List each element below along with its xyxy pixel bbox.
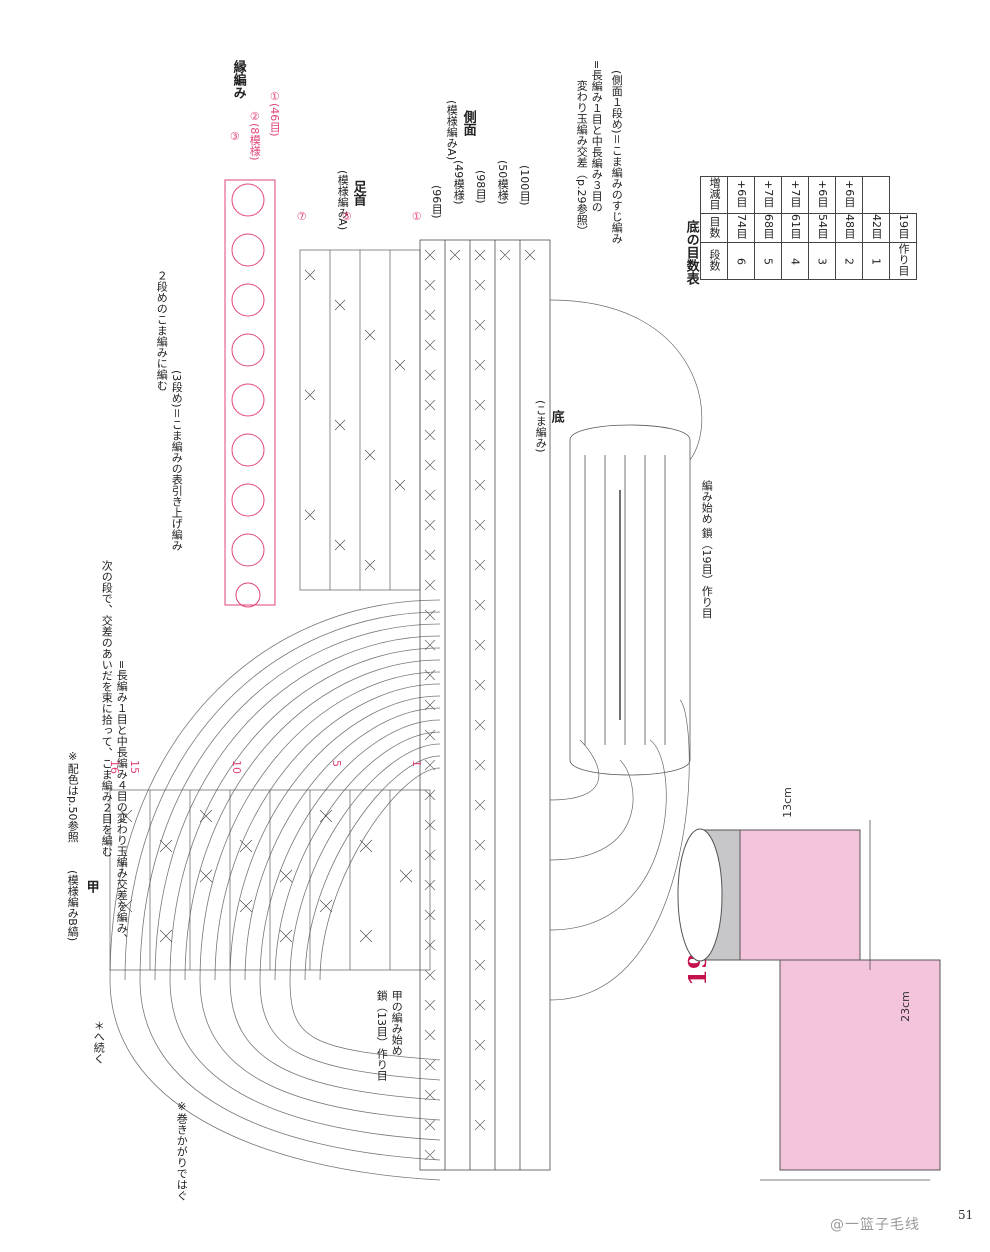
legend-side-row1: (側面１段め)＝こま編みのすじ編み	[610, 70, 624, 244]
ankle-row-7: ⑦	[295, 210, 309, 223]
side-body-grid	[419, 239, 551, 1171]
edging-row-2: ②(8模様)	[248, 110, 262, 161]
edging-row-3: ③	[228, 130, 242, 143]
ankle-title: 足首	[350, 180, 366, 206]
side-subtitle: (模様編みA)	[445, 100, 459, 161]
sole-count-table: 増減目 +6目 +7目 +7目 +6目 +6目 目数 74目 68目 61目 5…	[700, 176, 917, 280]
legend-side-cross-2: 変わり玉編み交差（p.29参照）	[575, 80, 589, 237]
table-cell: +7目	[781, 176, 809, 214]
table-cell: 19目	[889, 213, 917, 243]
table-header: 目数	[700, 213, 728, 243]
edging-row-1: ①(46目)	[268, 90, 282, 137]
side-count-4: (50模様)	[496, 160, 510, 205]
instep-arcs	[109, 599, 441, 1181]
slipper-illustration	[677, 820, 941, 1181]
table-cell: 42目	[862, 213, 890, 243]
legend-cross-1: =長編み１目と中長編み４目の変わり玉編み交差を編み、	[115, 660, 129, 945]
table-cell: 2	[835, 242, 863, 280]
instep-grid	[109, 789, 431, 971]
legend-pull-1: (3段め)＝こま編みの表引き上げ編み	[170, 370, 184, 551]
table-cell: 4	[781, 242, 809, 280]
table-cell: +6目	[835, 176, 863, 214]
instep-row-5: 5	[330, 760, 344, 767]
wrap-note: ※巻きかがりではぐ	[175, 1100, 189, 1201]
dimension-length: 23cm	[898, 991, 912, 1022]
side-count-2: (49模様)	[452, 160, 466, 205]
table-cell: 1	[862, 242, 890, 280]
sole-start-label: 編み始め 鎖（19目）作り目	[700, 480, 714, 619]
table-cell: 68目	[754, 213, 782, 243]
sole-table-title: 底の目数表	[683, 220, 699, 285]
side-title: 側面	[460, 110, 476, 136]
continue-note: ＊へ続く	[92, 1020, 106, 1064]
sole-subtitle: (こま編み)	[534, 400, 548, 453]
instep-row-10: 10	[230, 760, 244, 774]
side-count-5: (100目)	[518, 165, 532, 206]
side-body-stitches	[424, 249, 536, 261]
stitch-rows	[424, 279, 486, 1161]
page-number: 51	[958, 1208, 974, 1222]
side-count-1: (96目)	[430, 185, 444, 219]
legend-cross-2: 次の段で、交差のあいだを束に拾って、こま編み２目を編む	[100, 560, 114, 857]
table-header: 増減目	[700, 176, 728, 214]
instep-color-note: ※配色はp.50参照	[66, 750, 80, 843]
ankle-row-5: ⑤	[340, 210, 354, 223]
instep-row-1: 1	[410, 760, 424, 767]
edging-title: 縁編み	[230, 60, 246, 99]
instep-row-16: 16	[108, 760, 122, 774]
side-count-3: (98目)	[474, 170, 488, 204]
ankle-subtitle: (模様編みA)	[336, 170, 350, 231]
instep-title: 甲	[83, 880, 99, 893]
table-cell: 3	[808, 242, 836, 280]
table-cell: 作り目	[889, 242, 917, 280]
instep-start-label-1: 甲の編み始め	[390, 990, 404, 1056]
instep-subtitle: (模様編みB縞)	[66, 870, 80, 942]
table-cell: 48目	[835, 213, 863, 243]
table-cell: 74目	[727, 213, 755, 243]
legend-side-cross-1: =長編み１目と中長編み３目の	[590, 60, 604, 213]
table-cell: 61目	[781, 213, 809, 243]
table-cell: +6目	[727, 176, 755, 214]
ankle-grid	[299, 249, 421, 591]
table-cell: 54目	[808, 213, 836, 243]
table-cell: +7目	[754, 176, 782, 214]
dimension-top: 13cm	[780, 787, 794, 818]
legend-pull-2: ２段めのこま編みに編む	[155, 270, 169, 391]
ankle-row-1: ①	[410, 210, 424, 223]
table-cell	[862, 176, 890, 214]
instep-row-15: 15	[128, 760, 142, 774]
sole-title: 底	[548, 410, 564, 423]
table-cell: 6	[727, 242, 755, 280]
edging-motifs	[224, 179, 276, 608]
sole-oval	[569, 424, 691, 776]
instep-start-label-2: 鎖（13目）作り目	[375, 990, 389, 1081]
table-cell: 5	[754, 242, 782, 280]
watermark: @一篮子毛线	[830, 1217, 920, 1233]
table-header: 段数	[700, 242, 728, 280]
table-cell: +6目	[808, 176, 836, 214]
